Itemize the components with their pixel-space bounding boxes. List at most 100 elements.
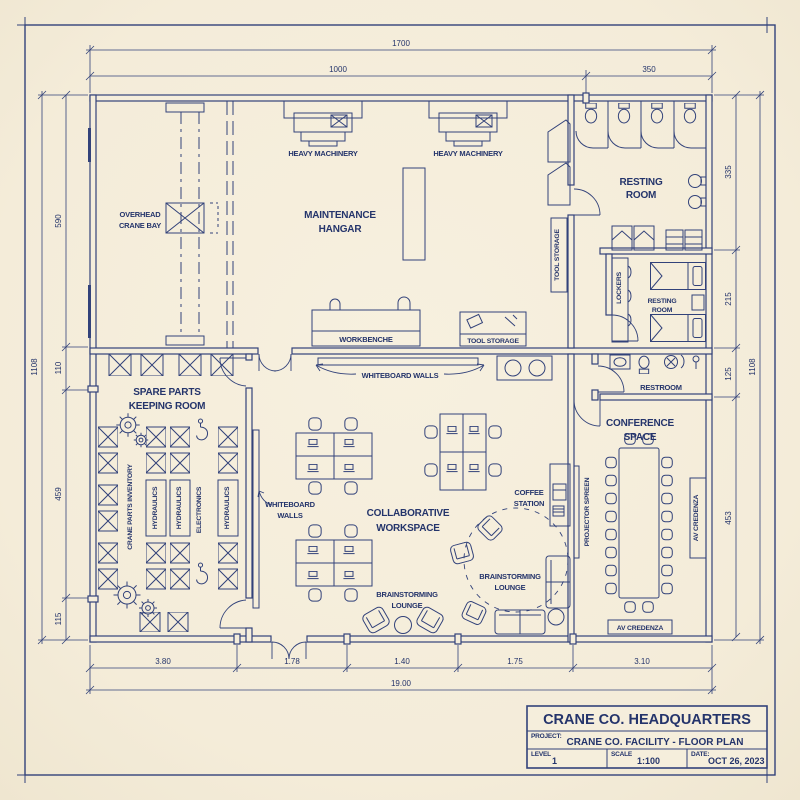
dim-bottom-total: 19.00 — [391, 679, 412, 688]
workbench — [311, 296, 421, 347]
crane-trolley-icon — [165, 202, 205, 234]
conference-table — [618, 447, 660, 599]
label-hydraulics: HYDRAULICS — [176, 486, 183, 529]
door-conference — [573, 399, 601, 427]
walls — [87, 92, 713, 645]
coffee-station — [549, 463, 571, 527]
title-block-date-label: DATE: — [691, 751, 709, 758]
dim-top-total: 1700 — [392, 39, 410, 48]
label-whiteboard-walls-left: WALLS — [277, 511, 302, 520]
stall-door — [640, 130, 674, 149]
desk-pod — [296, 525, 372, 601]
sofa-icon — [545, 555, 571, 609]
dimension-lines — [37, 45, 765, 695]
room-label-spare-parts: KEEPING ROOM — [129, 401, 206, 412]
hook-icon — [195, 418, 209, 441]
label-hydraulics: HYDRAULICS — [224, 486, 231, 529]
door-restroom — [597, 365, 625, 393]
ext-bottom — [89, 645, 713, 694]
overhead-crane-bay — [165, 101, 234, 348]
shower-icon — [664, 354, 685, 369]
hydraulics-bin — [217, 479, 239, 537]
label-heavy-machinery: HEAVY MACHINERY — [288, 149, 358, 158]
title-block-level-value: 1 — [552, 756, 557, 766]
armchair-icon — [448, 540, 476, 566]
hangar-bench — [402, 167, 426, 261]
collaborative-workspace — [252, 355, 571, 636]
title-block-scale-value: 1:100 — [637, 756, 660, 766]
dim-bottom-5: 3.10 — [634, 657, 650, 666]
dim-bottom-4: 1.75 — [507, 657, 523, 666]
dim-left-1: 590 — [54, 214, 63, 228]
room-label-resting-room-top: ROOM — [626, 190, 656, 201]
gear-icon — [112, 580, 142, 610]
door-resting — [573, 188, 601, 216]
lounge-circle-dashed — [463, 507, 569, 613]
dim-bottom-2: 1.78 — [284, 657, 300, 666]
room-label-collaborative: COLLABORATIVE — [367, 508, 450, 519]
title-block-title: CRANE CO. HEADQUARTERS — [543, 712, 751, 728]
wall-window-marks — [88, 128, 91, 338]
ext-top — [89, 45, 713, 93]
label-brainstorming-lounge: BRAINSTORMING — [479, 572, 541, 581]
label-workbench: WORKBENCHE — [339, 335, 393, 344]
crane-end-truck — [165, 335, 205, 346]
label-hydraulics: HYDRAULICS — [152, 486, 159, 529]
tool-icon — [504, 314, 518, 327]
room-label-resting-room-mid: ROOM — [652, 307, 673, 314]
tool-storage-wall-unit — [550, 217, 568, 293]
label-av-credenza-side: AV CREDENZA — [693, 495, 700, 542]
round-table — [394, 616, 412, 634]
arrow — [257, 490, 273, 506]
sink-icon — [688, 174, 707, 188]
projector-screen — [573, 465, 580, 559]
armchair-icon — [475, 513, 505, 543]
bed-icon — [650, 262, 706, 290]
locker-bench-icons — [611, 225, 703, 251]
dim-left-4: 115 — [54, 612, 63, 625]
toilet-icon — [617, 103, 631, 124]
annotation-arrows — [257, 363, 485, 506]
stall-door — [575, 130, 608, 149]
vise-icon — [329, 296, 411, 310]
crane-end-truck — [165, 102, 205, 113]
restroom-fixtures — [609, 354, 700, 374]
room-label-overhead-crane-bay: CRANE BAY — [119, 221, 161, 230]
bed-icon — [650, 314, 706, 342]
tool-icon — [466, 313, 484, 329]
bay-boundary-dashed — [226, 101, 234, 348]
tool-storage-table — [459, 311, 527, 347]
stool-table — [496, 355, 553, 381]
stall-door — [673, 130, 706, 149]
conference-space — [573, 433, 707, 635]
ext-right — [714, 94, 764, 641]
label-crane-parts-inventory: CRANE PARTS INVENTORY — [127, 464, 134, 550]
dim-left-3: 459 — [54, 487, 63, 501]
locker-doors — [627, 265, 632, 327]
label-coffee-station: COFFEE — [514, 488, 543, 497]
door-hangar-double — [258, 353, 292, 372]
label-heavy-machinery: HEAVY MACHINERY — [433, 149, 503, 158]
room-label-restroom: RESTROOM — [640, 383, 682, 392]
label-av-credenza-bottom: AV CREDENZA — [617, 625, 664, 632]
side-table — [691, 294, 705, 311]
dim-bottom-3: 1.40 — [394, 657, 410, 666]
hook-icon — [195, 562, 209, 585]
gear-icon — [133, 432, 149, 448]
whiteboard-wall-top — [317, 357, 479, 366]
room-label-collaborative: WORKSPACE — [376, 523, 440, 534]
title-block-scale-label: SCALE — [611, 751, 633, 758]
arrow — [443, 363, 485, 375]
sofa-icon — [494, 609, 546, 635]
room-label-conference-space: CONFERENCE — [606, 418, 675, 429]
hydraulics-bin — [145, 479, 167, 537]
resting-room-mid — [611, 257, 706, 343]
gear-icon — [115, 412, 141, 438]
room-label-resting-room-top: RESTING — [619, 177, 662, 188]
lockers-cabinet — [611, 257, 629, 343]
desk-pod — [424, 413, 502, 491]
label-electronics: ELECTRONICS — [196, 486, 203, 533]
room-label-resting-room-mid: RESTING — [648, 298, 677, 305]
dim-right-3: 125 — [724, 367, 733, 381]
hydraulics-bin — [169, 479, 191, 537]
